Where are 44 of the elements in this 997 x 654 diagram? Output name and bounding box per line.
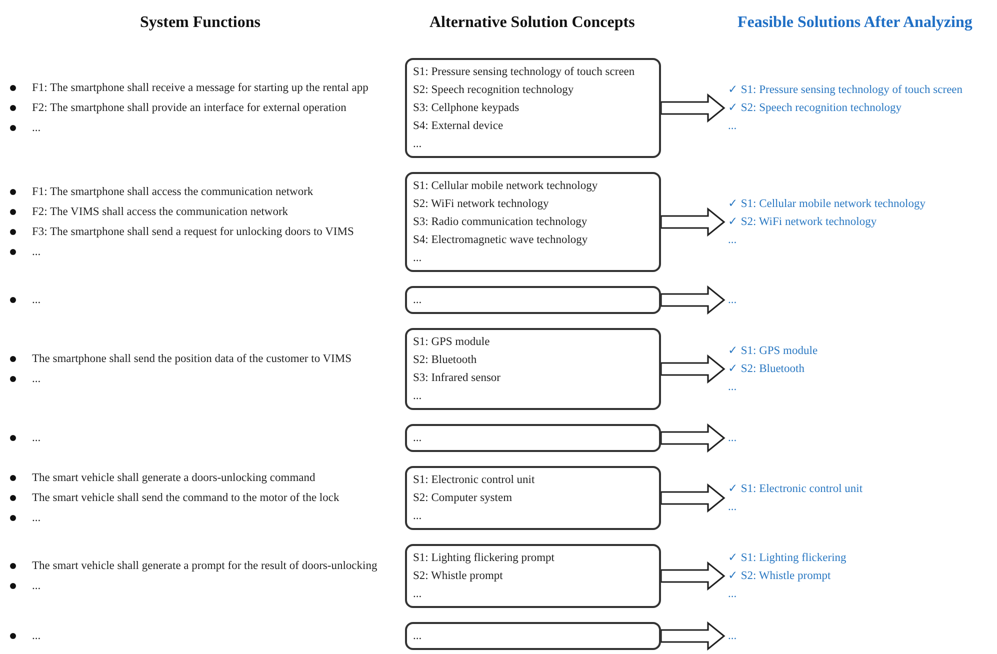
block-arrow: [660, 285, 726, 315]
solution-list: ...: [728, 291, 737, 309]
function-item: ...: [32, 372, 41, 387]
block-arrow: [660, 93, 726, 123]
solution-list: ✓ S1: Pressure sensing technology of touch screen ✓ S2: Speech recognition technology ...: [728, 81, 963, 135]
column-heading: Feasible Solutions After Analyzing: [738, 14, 972, 32]
function-item: ...: [32, 293, 41, 308]
solution-box: S1: Lighting flickering prompt S2: Whistle prompt ...: [405, 544, 661, 608]
solution-list: ✓ S1: Cellular mobile network technology ✓ S2: WiFi network technology ...: [728, 195, 926, 249]
solution-list: ✓ S1: Electronic control unit ...: [728, 480, 863, 516]
solution-box: S1: Cellular mobile network technology S2: WiFi network technology S3: Radio communication technology S4: Electromagnetic wave technology ...: [405, 172, 661, 272]
block-arrow: [660, 483, 726, 513]
solution-box: S1: Electronic control unit S2: Computer system ...: [405, 466, 661, 530]
solution-box: S1: GPS module S2: Bluetooth S3: Infrared sensor ...: [405, 328, 661, 410]
solution-box: ...: [405, 424, 661, 452]
function-item: F2: The VIMS shall access the communication network: [32, 205, 288, 220]
function-item: ...: [32, 121, 41, 136]
solution-list: ...: [728, 627, 737, 645]
block-arrow: [660, 561, 726, 591]
function-item: The smartphone shall send the position data of the customer to VIMS: [32, 352, 352, 367]
function-item: ...: [32, 245, 41, 260]
solution-list: ✓ S1: Lighting flickering ✓ S2: Whistle prompt ...: [728, 549, 846, 603]
function-item: ...: [32, 431, 41, 446]
function-item: F1: The smartphone shall access the communication network: [32, 185, 314, 200]
function-item: The smart vehicle shall generate a doors-unlocking command: [32, 471, 316, 486]
column-heading: Alternative Solution Concepts: [430, 14, 635, 32]
solution-list: ✓ S1: GPS module ✓ S2: Bluetooth ...: [728, 342, 818, 396]
solution-box: ...: [405, 622, 661, 650]
function-item: ...: [32, 579, 41, 594]
function-item: ...: [32, 511, 41, 526]
function-item: ...: [32, 629, 41, 644]
block-arrow: [660, 354, 726, 384]
block-arrow: [660, 621, 726, 651]
function-item: F3: The smartphone shall send a request for unlocking doors to VIMS: [32, 225, 354, 240]
function-item: The smart vehicle shall generate a prompt for the result of doors-unlocking: [32, 559, 378, 574]
column-heading: System Functions: [140, 14, 260, 32]
solution-box: ...: [405, 286, 661, 314]
solution-box: S1: Pressure sensing technology of touch screen S2: Speech recognition technology S3: Cellphone keypads S4: External device ...: [405, 58, 661, 158]
function-item: The smart vehicle shall send the command to the motor of the lock: [32, 491, 340, 506]
solution-list: ...: [728, 429, 737, 447]
block-arrow: [660, 423, 726, 453]
block-arrow: [660, 207, 726, 237]
function-item: F2: The smartphone shall provide an interface for external operation: [32, 101, 346, 116]
function-item: F1: The smartphone shall receive a message for starting up the rental app: [32, 81, 368, 96]
